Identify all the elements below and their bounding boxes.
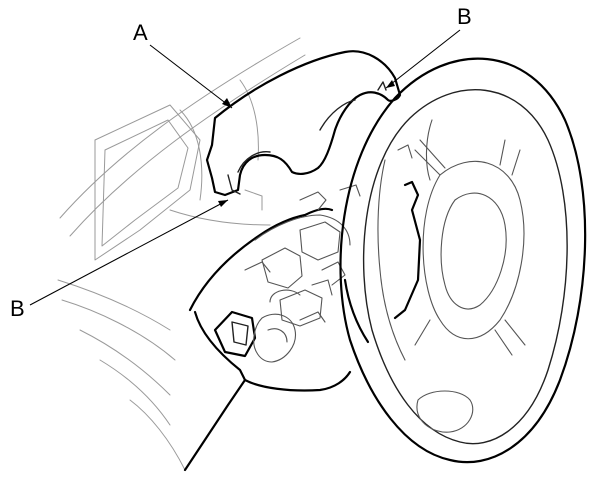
- leader-lines: [29, 29, 461, 306]
- steering-wheel: [339, 57, 587, 464]
- column-mechanism: [244, 184, 361, 363]
- callout-label-b-top: B: [457, 4, 472, 29]
- dashboard-outline: [57, 37, 306, 471]
- callout-label-a: A: [133, 20, 148, 45]
- leader-line-b-top: [385, 29, 461, 89]
- arrow-head-b-bottom: [218, 200, 228, 207]
- callout-label-b-bottom: B: [10, 296, 25, 321]
- leader-line-a: [149, 44, 233, 109]
- arrow-head-a: [222, 98, 232, 108]
- leader-line-b-bottom: [29, 199, 229, 306]
- arrow-head-b-top: [386, 80, 395, 88]
- upper-column-cover: [205, 50, 402, 197]
- column-shaft: [183, 378, 247, 472]
